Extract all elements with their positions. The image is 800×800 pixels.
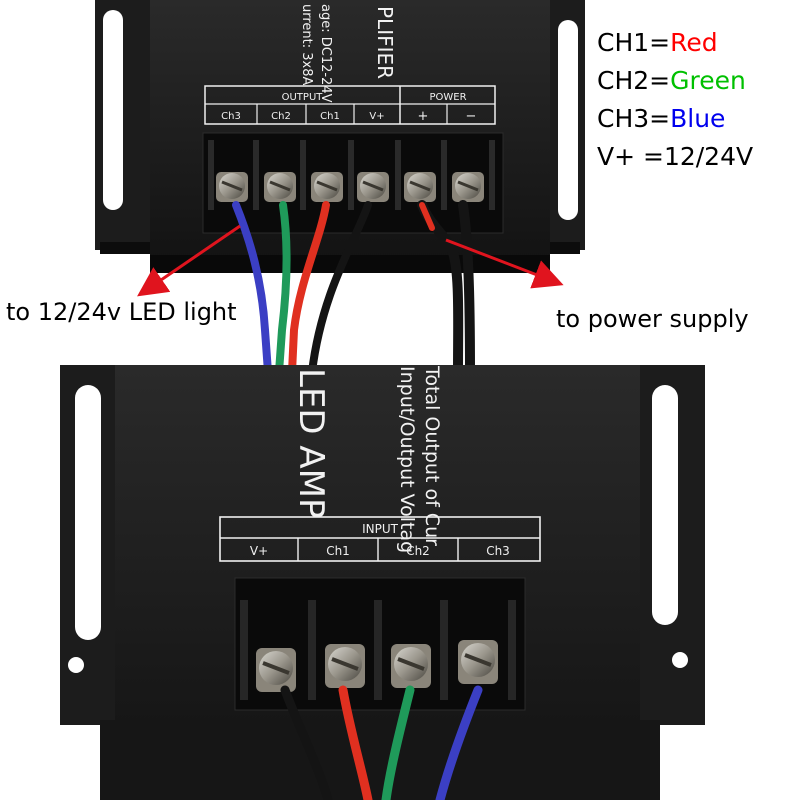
legend-row-ch3: CH3=Blue [597,100,753,138]
top-terminal-label: Ch2 [271,111,291,122]
legend-prefix: V+ =12/24V [597,142,754,171]
top-label-panel: OUTPUT POWER Ch3 Ch2 Ch1 V+ + − [204,85,496,125]
channel-legend: CH1=Red CH2=Green CH3=Blue V+ =12/24V [597,24,753,176]
bottom-screw [391,644,431,688]
power-supply-label: to power supply [556,305,749,333]
bottom-terminal-label: V+ [250,544,268,558]
bottom-ch3-wire [435,685,483,800]
wires [232,200,475,377]
bottom-screw [458,640,498,684]
bottom-screw [256,648,296,692]
led-light-label: to 12/24v LED light [6,298,237,326]
bottom-right-slot [652,385,678,625]
top-power-header: POWER [429,92,466,103]
bottom-ch2-wire [381,685,415,800]
bottom-terminal-label: Ch1 [326,544,350,558]
top-terminal-label: + [418,109,429,124]
bottom-title-fragment: LED AMP [291,368,331,519]
power-wire-neg [458,200,475,377]
bottom-input-header: INPUT [362,522,399,536]
bottom-wires [280,685,483,800]
bottom-current-fragment: Total Output of Cur [421,365,443,546]
bottom-left-slot [75,385,101,640]
bottom-voltage-fragment: Input/Output Voltag [396,366,418,553]
vplus-wire [308,201,372,376]
top-title-fragment: PLIFIER [373,6,397,79]
bottom-terminal-label: Ch2 [406,544,430,558]
top-voltage-fragment: age: DC12-24V [318,4,333,103]
bottom-amplifier: LED AMP Input/Output Voltag Total Output… [60,365,705,800]
arrow-to-power [445,238,564,289]
legend-color-name: Red [670,28,718,57]
top-terminal-label: − [466,109,477,124]
legend-row-vplus: V+ =12/24V [597,138,753,176]
top-terminal-block [202,132,504,234]
bottom-screw [325,644,365,688]
top-right-slot [558,20,578,220]
top-terminal-label: Ch1 [320,111,340,122]
legend-row-ch2: CH2=Green [597,62,753,100]
legend-color-name: Blue [670,104,726,133]
legend-color-name: Green [670,66,746,95]
top-left-slot [103,10,123,210]
bottom-ch1-wire [338,685,373,800]
bottom-label-panel: INPUT V+ Ch1 Ch2 Ch3 [219,516,541,562]
legend-prefix: CH2= [597,66,671,95]
top-screw [452,172,484,202]
legend-row-ch1: CH1=Red [597,24,753,62]
top-screw [404,172,436,202]
top-output-header: OUTPUT [282,92,324,103]
top-terminal-label: Ch3 [221,111,241,122]
annotation-arrows [137,224,564,297]
top-amplifier: age: DC12-24V urrent: 3x8A PLIFIER OUTPU… [95,0,585,273]
ch3-wire [232,201,272,376]
top-screw [311,172,343,202]
legend-prefix: CH3= [597,104,671,133]
arrow-to-led [137,224,241,297]
bottom-terminal-label: Ch3 [486,544,510,558]
legend-prefix: CH1= [597,28,671,57]
top-current-fragment: urrent: 3x8A [299,4,314,85]
ch2-wire [275,201,291,376]
top-screw [357,172,389,202]
top-screw [264,172,296,202]
top-terminal-label: V+ [369,111,384,122]
top-screw [216,172,248,202]
ch1-wire [288,201,330,376]
bottom-vplus-wire [280,685,333,800]
